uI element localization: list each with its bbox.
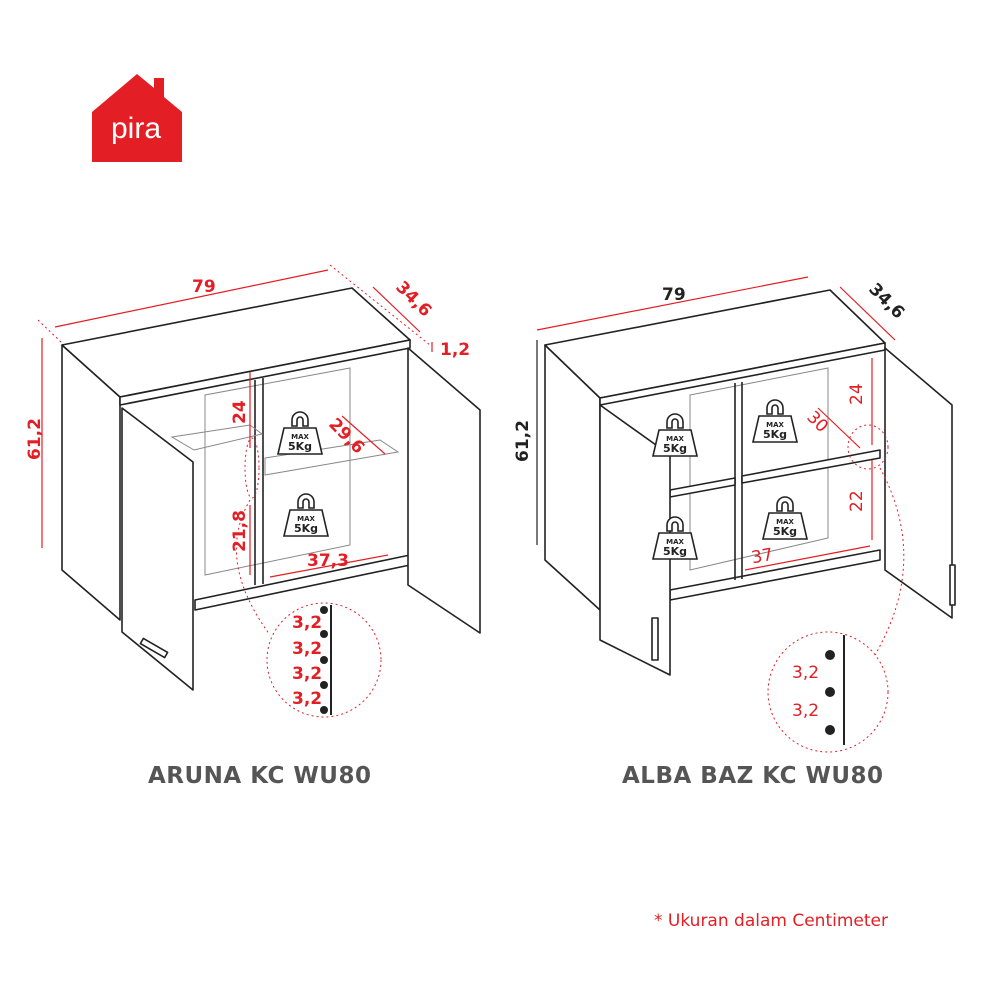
weight-icon: MAX 5Kg [282, 493, 330, 537]
product-title-aruna: ARUNA KC WU80 [148, 763, 372, 789]
svg-text:MAX: MAX [776, 518, 794, 526]
aruna-cabinet-drawing [61, 287, 481, 691]
alba-cabinet-drawing [544, 289, 956, 676]
svg-text:3,2: 3,2 [792, 663, 819, 683]
shelf-hole-icons [825, 650, 835, 735]
weight-icon: MAX 5Kg [751, 399, 799, 443]
svg-text:3,2: 3,2 [292, 613, 322, 633]
svg-text:24: 24 [230, 400, 250, 424]
svg-text:30: 30 [802, 407, 831, 436]
svg-text:5Kg: 5Kg [773, 525, 797, 538]
svg-text:3,2: 3,2 [292, 639, 322, 659]
units-footnote: * Ukuran dalam Centimeter [654, 911, 888, 931]
svg-text:MAX: MAX [297, 515, 315, 523]
svg-text:5Kg: 5Kg [663, 442, 687, 455]
svg-text:29,6: 29,6 [324, 414, 368, 458]
svg-text:61,2: 61,2 [513, 420, 533, 462]
svg-text:79: 79 [192, 277, 216, 297]
door-handle-icon [139, 637, 169, 659]
weight-icon: MAX 5Kg [761, 496, 809, 540]
svg-text:37: 37 [750, 545, 775, 568]
pira-logo: pira [92, 72, 182, 162]
svg-text:3,2: 3,2 [292, 664, 322, 684]
svg-text:MAX: MAX [291, 433, 309, 441]
shelf-hole-icons [320, 606, 328, 714]
svg-text:37,3: 37,3 [307, 551, 349, 571]
svg-text:24: 24 [847, 383, 867, 405]
svg-text:5Kg: 5Kg [763, 428, 787, 441]
house-logo-icon [92, 74, 182, 162]
svg-text:22: 22 [847, 490, 867, 512]
svg-text:5Kg: 5Kg [663, 545, 687, 558]
svg-text:1,2: 1,2 [440, 340, 470, 360]
svg-text:MAX: MAX [666, 538, 684, 546]
product-title-alba: ALBA BAZ KC WU80 [622, 763, 884, 789]
svg-text:79: 79 [662, 285, 686, 305]
svg-text:3,2: 3,2 [792, 701, 819, 721]
svg-text:MAX: MAX [666, 435, 684, 443]
svg-text:5Kg: 5Kg [288, 440, 312, 453]
door-handle-icon [949, 564, 956, 606]
svg-text:61,2: 61,2 [25, 418, 45, 460]
svg-text:3,2: 3,2 [292, 689, 322, 709]
weight-icon: MAX 5Kg [651, 516, 699, 560]
svg-text:5Kg: 5Kg [294, 522, 318, 535]
door-handle-icon [651, 617, 659, 661]
svg-text:pira: pira [111, 112, 161, 145]
svg-text:21,8: 21,8 [230, 510, 250, 552]
weight-icon: MAX 5Kg [651, 413, 699, 457]
svg-text:MAX: MAX [766, 421, 784, 429]
weight-icon: MAX 5Kg [276, 411, 324, 455]
svg-text:34,6: 34,6 [392, 277, 436, 321]
